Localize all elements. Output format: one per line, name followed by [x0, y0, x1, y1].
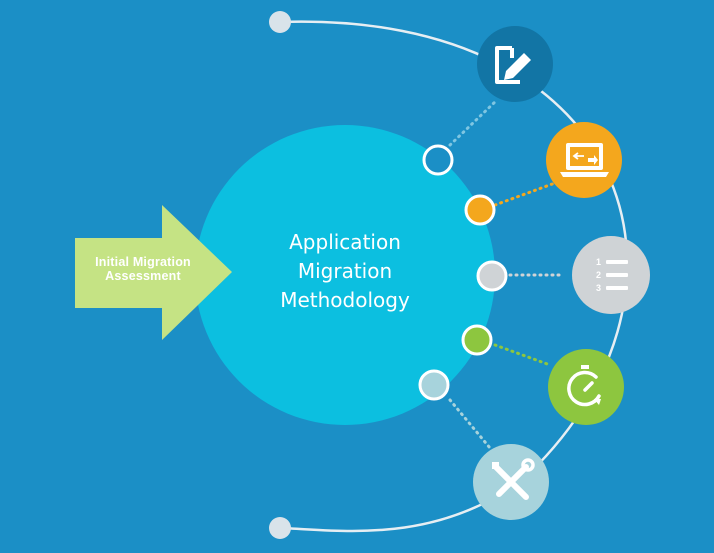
inner-node-4 [461, 324, 493, 356]
center-title-line-1: Application [289, 230, 401, 254]
arc-start-dot [269, 11, 291, 33]
connector-1 [448, 98, 499, 147]
step-5 [473, 444, 549, 520]
assessment-arrow [75, 205, 232, 340]
inner-node-1 [422, 144, 454, 176]
connectors [448, 98, 562, 450]
step-3: 1 2 3 [572, 236, 650, 314]
connector-5 [448, 398, 492, 450]
connector-2 [493, 181, 557, 207]
laptop-transfer-icon [560, 143, 609, 177]
tools-icon [492, 458, 535, 500]
list-number-1: 1 [596, 257, 601, 267]
list-number-3: 3 [596, 283, 601, 293]
connector-4 [493, 343, 552, 367]
list-number-2: 2 [596, 270, 601, 280]
timer-refresh-icon [567, 365, 601, 407]
inner-node-3 [476, 260, 508, 292]
inner-nodes [418, 144, 508, 401]
center-title-line-2: Migration [297, 259, 393, 283]
inner-node-2 [464, 194, 496, 226]
arrow-label-line-1: Initial Migration [95, 255, 191, 269]
step-2 [546, 122, 622, 198]
arc-end-dot [269, 517, 291, 539]
document-edit-icon [495, 46, 531, 84]
inner-node-5 [418, 369, 450, 401]
arrow-label-line-2: Assessment [105, 269, 181, 283]
center-title: Application Migration Methodology [215, 228, 475, 315]
step-1 [477, 26, 553, 102]
numbered-list-icon: 1 2 3 [596, 257, 628, 293]
step-4 [548, 349, 624, 425]
arrow-label: Initial Migration Assessment [78, 255, 208, 283]
center-circle [195, 125, 495, 425]
center-title-line-3: Methodology [280, 288, 410, 312]
